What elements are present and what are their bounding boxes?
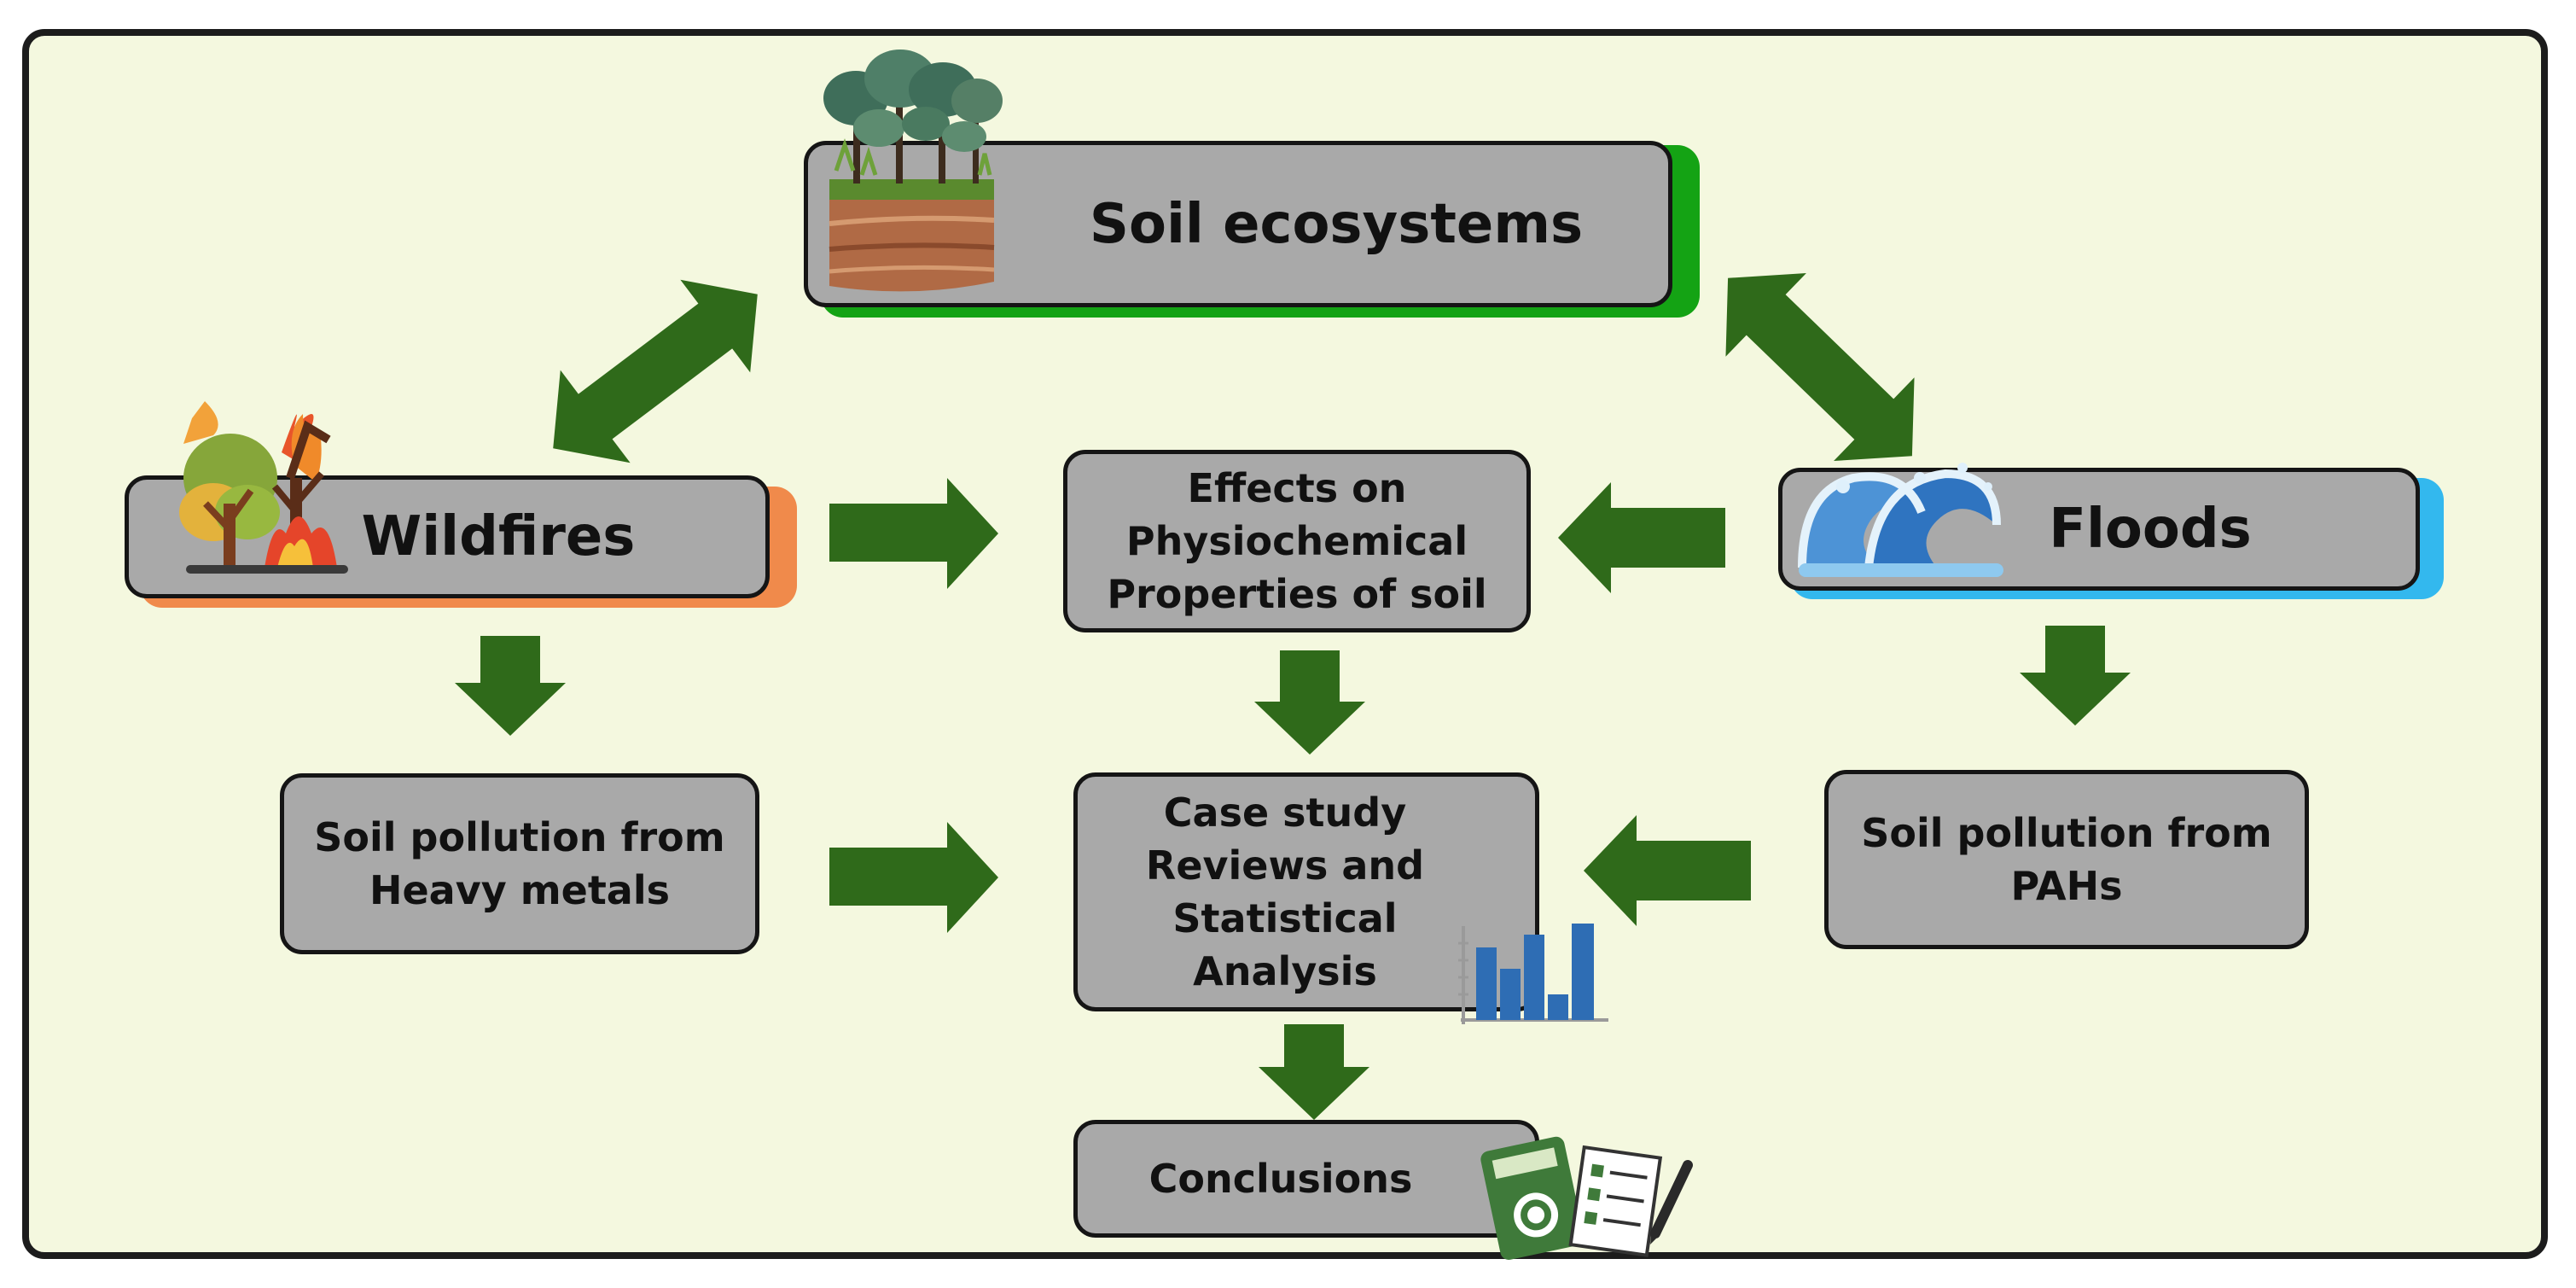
- soil-ecosystems-box: Soil ecosystems: [804, 141, 1672, 307]
- arrow-floods-to-pahs: [2020, 626, 2131, 726]
- arrow-effects-to-casestudy: [1254, 650, 1365, 755]
- conclusions-box: Conclusions: [1073, 1120, 1539, 1238]
- pollution-metals-label: Soil pollution from Heavy metals: [314, 814, 725, 913]
- case-study-label: Case study Reviews and Statistical Analy…: [1145, 790, 1425, 994]
- arrow-metals-to-casestudy: [829, 822, 998, 933]
- pollution-pahs-label: Soil pollution from PAHs: [1861, 810, 2272, 909]
- arrow-pahs-to-casestudy: [1584, 815, 1751, 926]
- wildfires-box: Wildfires: [125, 475, 770, 598]
- pollution-pahs-box: Soil pollution from PAHs: [1824, 770, 2309, 949]
- case-study-box: Case study Reviews and Statistical Analy…: [1073, 772, 1539, 1011]
- conclusions-label: Conclusions: [1148, 1156, 1413, 1202]
- soil-ecosystems-label: Soil ecosystems: [1089, 192, 1584, 256]
- double-arrow-soil-floods: [1725, 272, 1915, 462]
- effects-label: Effects on Physiochemical Properties of …: [1107, 465, 1487, 617]
- floods-box: Floods: [1778, 468, 2420, 591]
- arrow-casestudy-to-conclusions: [1259, 1024, 1369, 1120]
- arrow-wildfires-to-effects: [829, 478, 998, 589]
- arrow-wildfires-to-metals: [455, 636, 566, 736]
- wildfires-label: Wildfires: [361, 505, 636, 568]
- floods-label: Floods: [2049, 498, 2252, 561]
- double-arrow-soil-wildfires: [553, 279, 758, 463]
- effects-box: Effects on Physiochemical Properties of …: [1063, 450, 1531, 632]
- pollution-metals-box: Soil pollution from Heavy metals: [280, 773, 759, 954]
- arrow-floods-to-effects: [1558, 482, 1725, 593]
